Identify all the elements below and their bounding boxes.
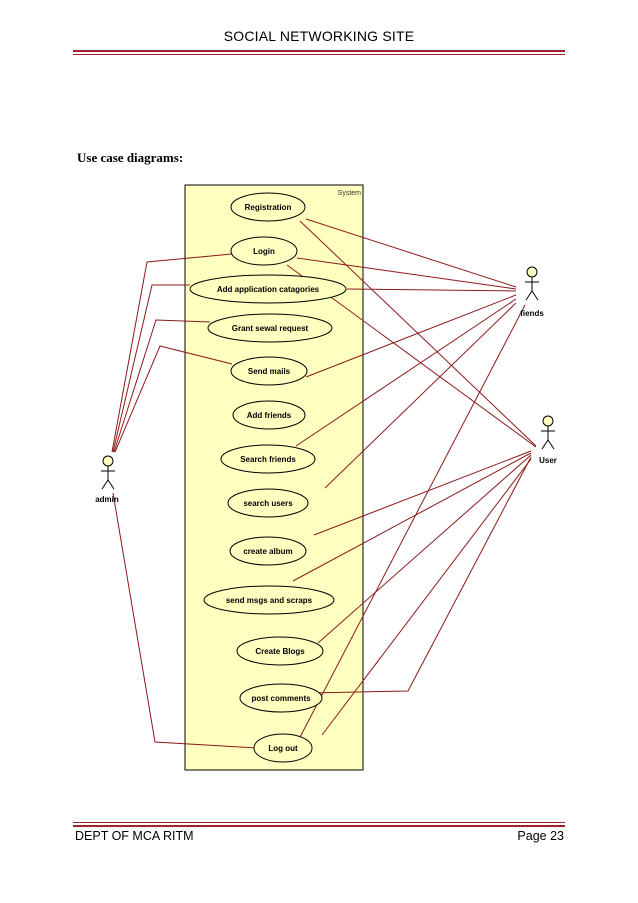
footer-rule-thin <box>73 822 565 823</box>
usecase-label-add-friends: Add friends <box>247 411 292 420</box>
actor-admin-label: admin <box>95 495 119 504</box>
usecase-grant-sewal-request <box>207 313 333 343</box>
usecase-create-album <box>229 536 307 566</box>
assoc-friends-add-categories <box>346 288 517 292</box>
page-header-title: SOCIAL NETWORKING SITE <box>223 28 415 44</box>
assoc-friends-logout <box>297 304 526 742</box>
usecase-log-out <box>253 733 313 763</box>
usecase-label-create-blogs: Create Blogs <box>255 647 305 656</box>
footer-department: DEPT OF MCA RITM <box>75 829 194 843</box>
actor-admin-icon <box>101 455 115 490</box>
usecase-label-send-mails: Send mails <box>248 367 291 376</box>
usecase-login <box>230 236 298 266</box>
actor-friends-label: fiends <box>520 309 544 318</box>
assoc-user-create-album <box>313 450 532 536</box>
usecase-label-grant-sewal-request: Grant sewal request <box>232 324 309 333</box>
association-lines <box>111 218 537 749</box>
use-cases <box>189 192 347 763</box>
assoc-admin-add-categories <box>112 284 190 453</box>
usecase-label-send-msgs-and-scraps: send msgs and scraps <box>226 596 313 605</box>
assoc-friends-login <box>296 257 517 290</box>
assoc-admin-send-mails <box>114 345 233 453</box>
assoc-user-create-blogs <box>317 454 532 644</box>
usecase-create-blogs <box>236 636 324 666</box>
assoc-friends-registration <box>305 218 517 288</box>
footer-page-number: Page 23 <box>517 829 564 843</box>
assoc-user-registration <box>299 220 537 447</box>
assoc-admin-login <box>111 253 233 453</box>
header-rule <box>73 50 565 52</box>
usecase-registration <box>230 192 306 222</box>
usecase-send-msgs-and-scraps <box>203 585 335 615</box>
actor-user-label: User <box>539 456 557 465</box>
usecase-label-login: Login <box>253 247 275 256</box>
usecase-search-users <box>227 488 309 518</box>
usecase-label-log-out: Log out <box>268 744 298 753</box>
usecase-label-post-comments: post comments <box>251 694 311 703</box>
usecase-label-registration: Registration <box>245 203 292 212</box>
usecase-label-add-application-categories: Add application catagories <box>217 285 320 294</box>
assoc-admin-grant-sewal <box>113 319 211 453</box>
usecase-label-search-users: search users <box>243 499 293 508</box>
usecase-label-create-album: create album <box>243 547 292 556</box>
assoc-friends-search-users <box>324 302 517 489</box>
section-heading: Use case diagrams: <box>77 150 184 165</box>
assoc-user-send-msgs <box>292 452 532 582</box>
usecase-post-comments <box>239 683 323 713</box>
usecase-search-friends <box>220 444 316 474</box>
assoc-admin-logout <box>112 492 259 749</box>
usecase-label-search-friends: Search friends <box>240 455 296 464</box>
system-label: System <box>338 190 362 197</box>
assoc-friends-send-mails <box>305 294 517 378</box>
actor-friends-icon <box>525 266 539 301</box>
usecase-add-friends <box>232 400 306 430</box>
usecase-send-mails <box>230 356 308 386</box>
assoc-user-post-comments <box>309 456 532 694</box>
usecase-add-application-categories <box>189 274 347 304</box>
footer-rule <box>73 825 565 827</box>
assoc-user-logout <box>321 458 532 736</box>
header-rule-thin <box>73 54 565 55</box>
actor-user-icon <box>541 415 555 450</box>
assoc-friends-search-friends <box>295 298 517 447</box>
